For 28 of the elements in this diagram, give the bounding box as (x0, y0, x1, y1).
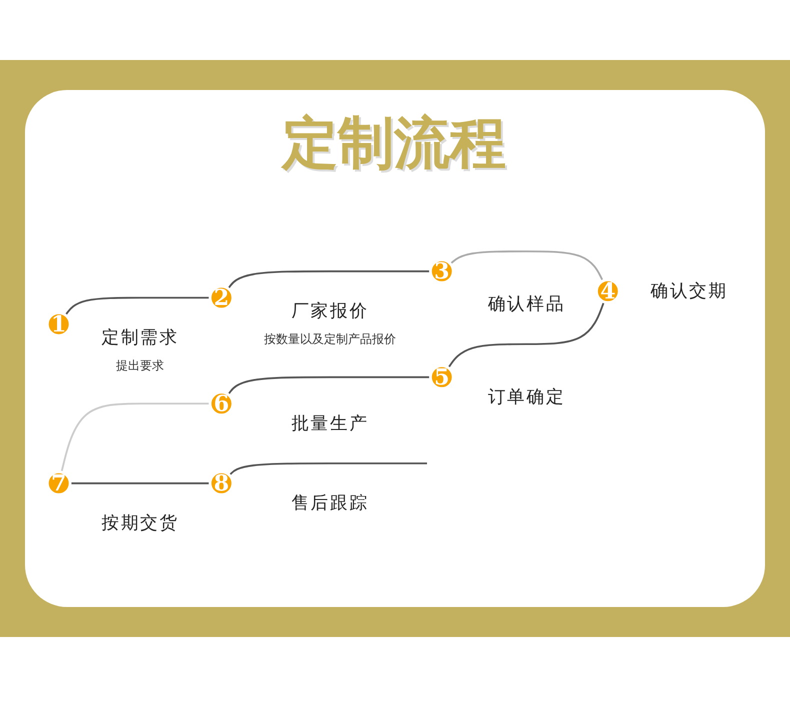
node-label: 售后跟踪 (291, 492, 369, 514)
node-circle (208, 285, 234, 311)
connector (227, 376, 430, 396)
node-label: 按数量以及定制产品报价 (264, 332, 396, 346)
node-circle (429, 258, 455, 284)
connector (450, 250, 604, 282)
node-circle (208, 390, 234, 416)
connector (448, 302, 605, 368)
node-label: 厂家报价 (291, 300, 369, 322)
node-circle (208, 470, 234, 496)
connector (228, 462, 428, 476)
node-circle (46, 311, 72, 337)
connector (64, 296, 210, 316)
node-label: 确认样品 (488, 294, 566, 314)
connector (70, 482, 210, 484)
card-background: 定制流程 1 2 3 4 5 6 7 8 定制需求 提出要求 厂家报价 按数量以及定制产品报价 确认样品 确认交期 订单确定 批量生产 按期交货 售后跟踪 (25, 90, 765, 607)
node-circle (595, 278, 621, 304)
connector (60, 402, 210, 472)
node-circle (429, 364, 455, 390)
node-label: 按期交货 (101, 512, 179, 534)
node-label: 批量生产 (291, 413, 369, 434)
node-label: 确认交期 (650, 280, 728, 302)
connector (227, 270, 430, 290)
node-label: 定制需求 (101, 327, 179, 348)
title: 定制流程 (280, 109, 507, 178)
node-circle (46, 470, 72, 496)
node-label: 订单确定 (488, 386, 566, 407)
node-label: 提出要求 (116, 358, 164, 373)
